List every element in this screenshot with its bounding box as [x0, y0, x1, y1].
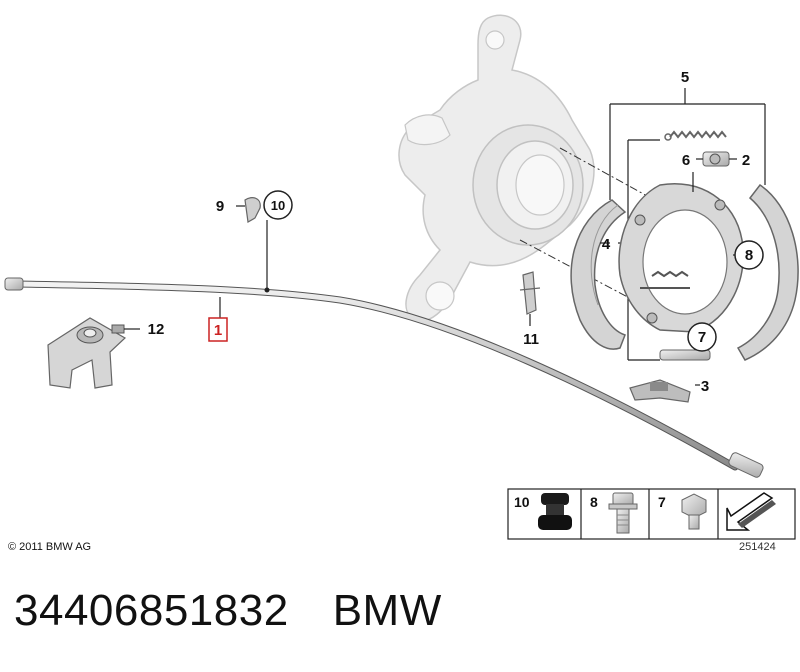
callout-5: 5: [681, 69, 689, 86]
callout-6: 6: [682, 152, 690, 169]
clip-item-9-10-graphic: [236, 197, 261, 223]
callout-8: 8: [745, 247, 753, 264]
callout-11: 11: [523, 331, 539, 348]
bracket-item-12-graphic: [47, 317, 140, 389]
callout-9: 9: [216, 198, 224, 215]
bolt-icon: [608, 492, 638, 534]
legend-label-10: 10: [514, 494, 530, 510]
callout-1: 1: [214, 322, 222, 339]
parking-brake-cable-graphic: [4, 220, 764, 478]
hardware-legend: 10 8 7: [507, 488, 796, 540]
adjuster-graphic: [696, 151, 737, 167]
part-1-highlight-box: [208, 317, 228, 342]
callout-4: 4: [602, 236, 611, 253]
grommet-icon: [538, 493, 572, 530]
assembly-bracket-5: [609, 88, 766, 200]
callout-12: 12: [148, 321, 165, 338]
screw-icon: [681, 493, 707, 530]
clip-item-3-graphic: [629, 379, 691, 403]
backing-plate-graphic: [618, 172, 744, 333]
direction-arrow-icon: [726, 492, 776, 531]
callout-10: 10: [271, 198, 285, 213]
part-number: 34406851832: [14, 586, 289, 635]
drawing-number: 251424: [739, 541, 776, 553]
callout-7: 7: [698, 329, 706, 346]
wheel-carrier-graphic: [398, 14, 595, 322]
bracket-item-11-graphic: [519, 271, 541, 326]
copyright-notice: © 2011 BMW AG: [8, 541, 92, 553]
callout-circle-7: [687, 322, 717, 352]
legend-label-7: 7: [658, 494, 666, 510]
callout-circle-8: [734, 240, 764, 270]
legend-label-8: 8: [590, 494, 598, 510]
callout-2: 2: [742, 152, 750, 169]
return-spring-graphic: [664, 130, 727, 141]
hold-down-spring-graphic: [640, 270, 711, 361]
part-caption: 34406851832 BMW: [14, 586, 442, 636]
callout-circle-10: [263, 190, 293, 220]
brand-name: BMW: [332, 586, 442, 635]
callout-3: 3: [701, 378, 709, 395]
brake-shoe-left-graphic: [570, 199, 627, 350]
brake-shoe-right-graphic: [736, 183, 799, 361]
